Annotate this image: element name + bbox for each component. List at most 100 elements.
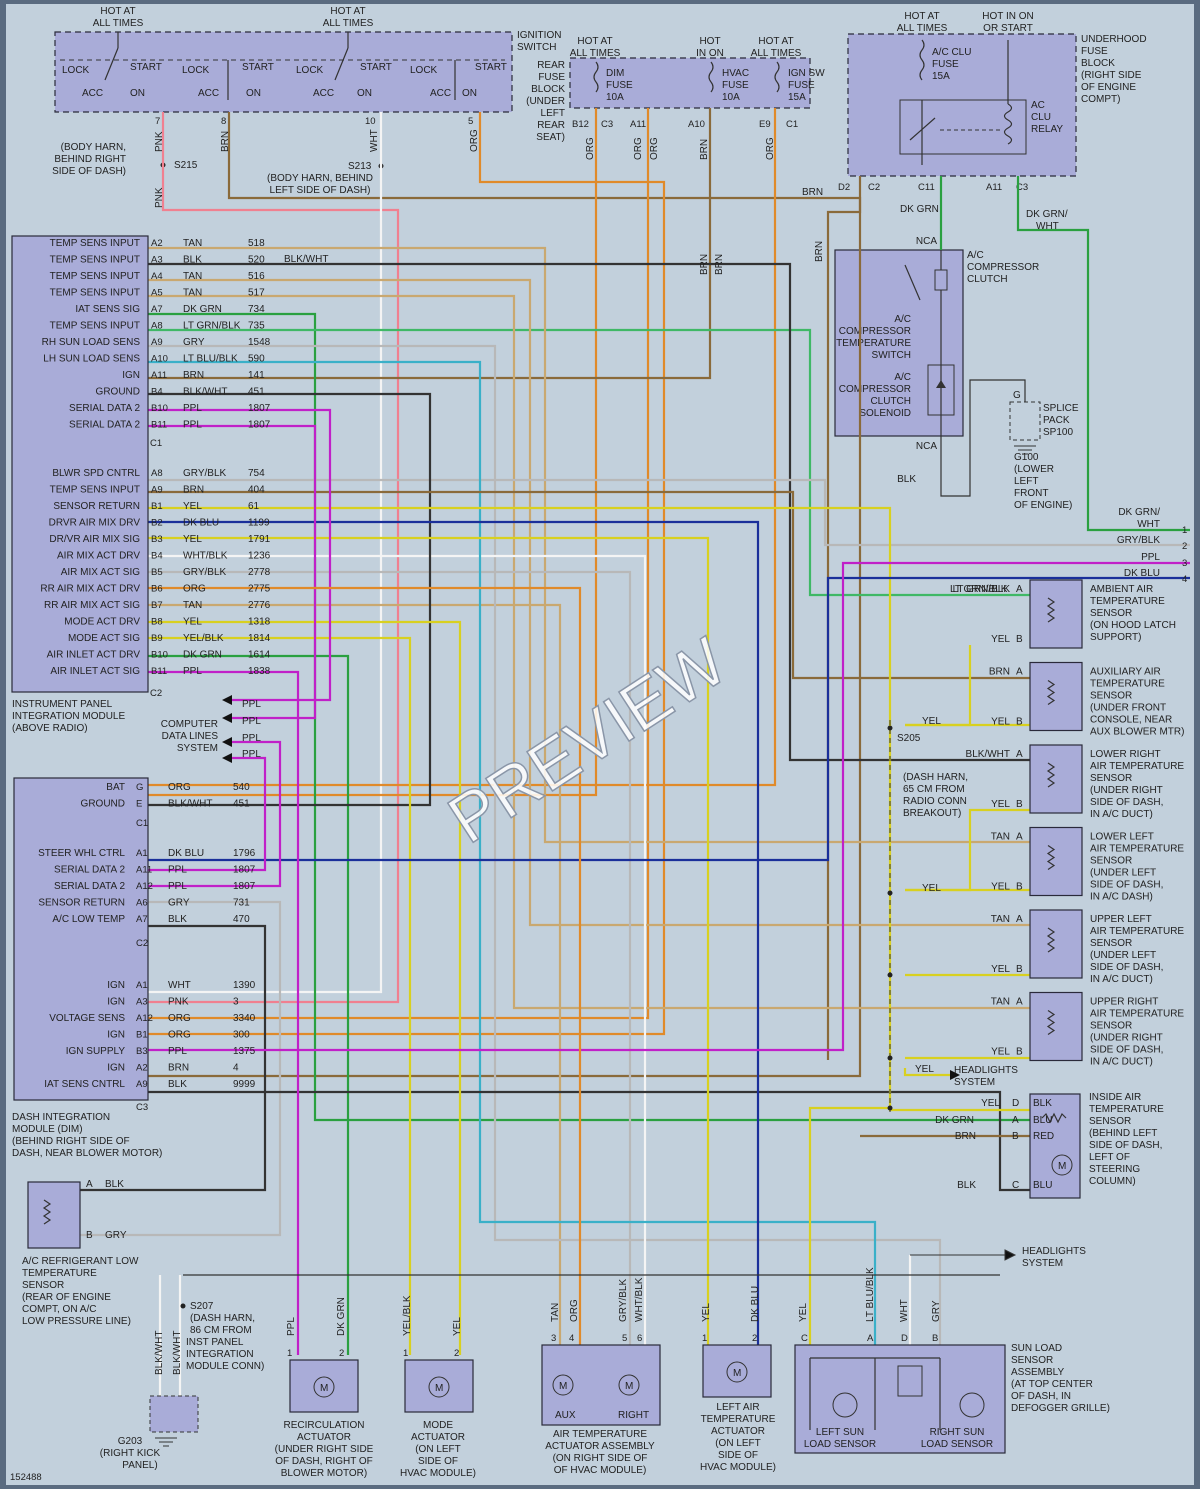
s213-text-a: (BODY HARN, BEHIND: [267, 173, 373, 184]
sensor-thermistor-3: [1046, 845, 1056, 870]
sensor-thermistor-1: [1046, 680, 1056, 705]
sensor-name-5-4: SIDE OF DASH,: [1090, 1045, 1163, 1056]
inside-pin-3: C: [1012, 1180, 1019, 1191]
inside-name-2: SENSOR: [1089, 1116, 1131, 1127]
dim-fuse-c: 10A: [606, 92, 624, 103]
compressor-box: [834, 249, 964, 437]
ign-section-2: LOCK START ACC ON: [182, 60, 274, 100]
ipim-c2-label: C2: [150, 688, 162, 699]
air-temperature-actuator-assembly: M M AUX RIGHT TAN ORG GRY/BLK WHT/BLK 3 …: [541, 1277, 661, 1476]
inside-color-1: DK GRN: [935, 1115, 974, 1126]
leftair-name-2: ACTUATOR: [711, 1426, 765, 1437]
ipim-c1-pin-10: B10: [151, 403, 168, 414]
edge-wire-1a: DK GRN/: [1118, 507, 1160, 518]
switch-label-2: TEMPERATURE: [836, 338, 911, 349]
ipim-c2-color-7: ORG: [183, 584, 206, 595]
ipim-c1-pin-4: A7: [151, 304, 163, 315]
s207-w1: BLK/WHT: [154, 1331, 165, 1375]
refrig-name-2: SENSOR: [22, 1280, 64, 1291]
ipim-c2-label-5: AIR MIX ACT DRV: [57, 551, 140, 562]
ipim-name-2: (ABOVE RADIO): [12, 723, 88, 734]
dim-c3-color-2: ORG: [168, 1013, 191, 1024]
sensor-a-color-4: TAN: [991, 914, 1010, 925]
dim-c2-circuit-3: 731: [233, 898, 250, 909]
ipim-c2-circuit-4: 1791: [248, 534, 271, 545]
ipim-c1-label-6: RH SUN LOAD SENS: [42, 337, 141, 348]
s205-name: S205: [897, 733, 921, 744]
leftair-wire-1: DK BLU: [750, 1286, 761, 1322]
refrigerant-sensor: A BLK B GRY A/C REFRIGERANT LOW TEMPERAT…: [22, 1179, 139, 1327]
wire-ppl-1838: [148, 670, 300, 1355]
ipim-c2-circuit-10: 1814: [248, 633, 271, 644]
ipim-c1-label-7: LH SUN LOAD SENS: [43, 354, 140, 365]
s205-headlights-1: SYSTEM: [954, 1077, 995, 1088]
inside-name-6: STEERING: [1089, 1164, 1140, 1175]
recirc-name-1: ACTUATOR: [297, 1432, 351, 1443]
ipim-c1-circuit-0: 518: [248, 238, 265, 249]
sensor-name-4-0: UPPER LEFT: [1090, 914, 1152, 925]
sensor-a-color-5: TAN: [991, 997, 1010, 1008]
ign-pin-5: 5: [468, 116, 473, 127]
wire-tan-518: [148, 246, 1030, 844]
inside-motor-circle: [1051, 1154, 1073, 1176]
sensor-b-color-3: YEL: [991, 882, 1010, 893]
inside-name-3: (BEHIND LEFT: [1089, 1128, 1157, 1139]
sensor-name-2-2: SENSOR: [1090, 773, 1132, 784]
ignsw-fuse-a: IGN SW: [788, 68, 825, 79]
ipim-c2-pin-4: B3: [151, 534, 163, 545]
ipim-c1-label-11: SERIAL DATA 2: [69, 420, 140, 431]
dim-c1-pin-0: G: [136, 782, 143, 793]
wire-blkwht-451: [148, 392, 432, 807]
edge-wire-1b: WHT: [1137, 519, 1160, 530]
dim-fuse-a: DIM: [606, 68, 624, 79]
dim-c3-color-1: PNK: [168, 997, 189, 1008]
leftair-box: [702, 1344, 772, 1398]
s205-dot-5: [887, 1105, 893, 1111]
switch-label-0: A/C: [894, 314, 911, 325]
s205-dot: [887, 725, 893, 731]
ign-on-1: ON: [130, 88, 145, 99]
sensor-name-3-1: AIR TEMPERATURE: [1090, 844, 1184, 855]
airtemp-pin-3: 3: [551, 1333, 556, 1344]
sensor-b-pin-0: B: [1016, 634, 1023, 645]
g100-ground-icon: [1014, 445, 1036, 455]
dim-c1-circuit-1: 451: [233, 799, 250, 810]
wire-tan-516: [148, 278, 1030, 927]
uh-hot1-b: ALL TIMES: [897, 23, 948, 34]
leftair-motor-circle: [726, 1361, 748, 1383]
s215-text-c: SIDE OF DASH): [52, 166, 126, 177]
sunload-wire-0: YEL: [798, 1303, 809, 1322]
dim-c1-color-1: BLK/WHT: [168, 799, 212, 810]
ign-section-3: LOCK START ACC ON: [296, 47, 392, 99]
ipim-c1-circuit-7: 590: [248, 354, 265, 365]
blkwht-label: BLK/WHT: [284, 254, 328, 265]
sensor-name-3-0: LOWER LEFT: [1090, 832, 1154, 843]
ac-clu-fuse-b: FUSE: [932, 59, 959, 70]
solenoid-label-2: CLUTCH: [870, 396, 911, 407]
ipim-c1-pin-7: A10: [151, 354, 168, 365]
wire-dkgrnwht-out: [1016, 176, 1190, 532]
dim-c3-label-5: IGN: [107, 1063, 125, 1074]
lbl-org-b12: ORG: [585, 137, 596, 160]
ipim-c1-color-4: DK GRN: [183, 304, 222, 315]
ipim-c2-circuit-5: 1236: [248, 551, 271, 562]
wire-yel-headlights: [903, 1068, 950, 1077]
s213-text-b: LEFT SIDE OF DASH): [270, 185, 371, 196]
lbl-brn-mid2: BRN: [714, 254, 725, 275]
sensor-name-0-1: TEMPERATURE: [1090, 596, 1165, 607]
wire-blk-520: [148, 262, 1030, 762]
airtemp-name-3: OF HVAC MODULE): [554, 1465, 647, 1476]
refrig-name-1: TEMPERATURE: [22, 1268, 97, 1279]
recirc-name-4: BLOWER MOTOR): [281, 1468, 367, 1479]
ign-lock-1: LOCK: [62, 65, 90, 76]
sensor-name-4-2: SENSOR: [1090, 938, 1132, 949]
ign-blade-1: [104, 47, 119, 81]
ipim-c2-color-6: GRY/BLK: [183, 567, 226, 578]
lbl-dkgrn-c11: DK GRN: [900, 204, 939, 215]
sun-load-sensor-assembly: YEL LT BLU/BLK WHT GRY C A D B LEFT SUN …: [794, 1246, 1110, 1454]
wire-gryblk-out: [148, 478, 1190, 547]
wire-gry-1548: [148, 344, 942, 1355]
